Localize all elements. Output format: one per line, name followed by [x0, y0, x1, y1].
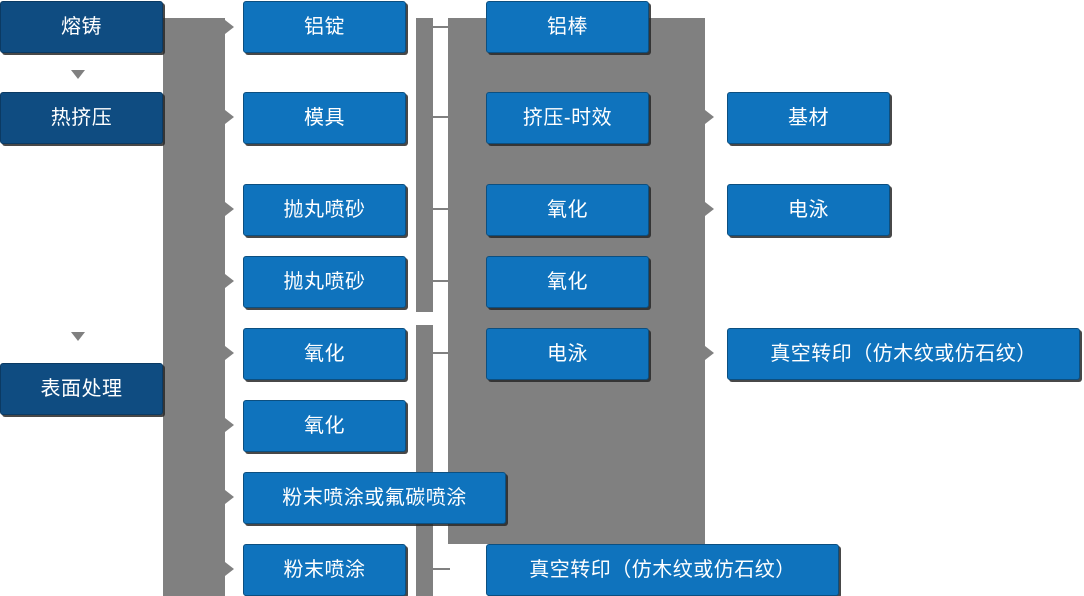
node-proc-a-1[interactable]: 铝锭	[243, 1, 406, 53]
connector-stage-3-to-spine	[163, 388, 177, 390]
arrow-to-result-1	[705, 110, 714, 124]
arrow-to-result-3	[705, 346, 714, 360]
node-proc-b-6[interactable]: 真空转印（仿木纹或仿石纹）	[486, 544, 839, 596]
node-stage-3[interactable]: 表面处理	[0, 363, 163, 415]
node-proc-a-1-label: 铝锭	[304, 16, 345, 38]
arrow-to-proc-a-4	[225, 274, 234, 288]
arrow-to-result-2	[705, 202, 714, 216]
arrow-stage-1-to-2	[71, 70, 85, 79]
node-proc-b-6-label: 真空转印（仿木纹或仿石纹）	[529, 559, 796, 581]
rung-mid-4	[433, 280, 450, 282]
node-proc-a-8-label: 粉末喷涂	[283, 559, 366, 581]
arrow-to-proc-a-3	[225, 202, 234, 216]
node-proc-b-5[interactable]: 电泳	[486, 328, 649, 380]
node-proc-b-5-label: 电泳	[547, 343, 588, 365]
node-result-2-label: 电泳	[788, 199, 829, 221]
node-stage-2[interactable]: 热挤压	[0, 92, 163, 144]
arrow-to-proc-a-8	[225, 562, 234, 576]
node-proc-a-6[interactable]: 氧化	[243, 400, 406, 452]
node-proc-b-4-label: 氧化	[547, 271, 588, 293]
node-stage-1-label: 熔铸	[61, 16, 102, 38]
node-result-1[interactable]: 基材	[727, 92, 890, 144]
rung-mid-6	[433, 568, 450, 570]
node-result-3[interactable]: 真空转印（仿木纹或仿石纹）	[727, 328, 1080, 380]
node-proc-a-4-label: 抛丸喷砂	[283, 271, 366, 293]
node-result-2[interactable]: 电泳	[727, 184, 890, 236]
arrow-to-proc-a-6	[225, 418, 234, 432]
arrow-stage-2-to-3	[71, 332, 85, 341]
node-stage-3-label: 表面处理	[40, 378, 123, 400]
node-proc-b-1[interactable]: 铝棒	[486, 1, 649, 53]
rung-mid-3	[433, 208, 450, 210]
node-proc-a-4[interactable]: 抛丸喷砂	[243, 256, 406, 308]
node-proc-a-2[interactable]: 模具	[243, 92, 406, 144]
grey-bar-mid-spine-lower	[416, 325, 433, 596]
node-proc-b-4[interactable]: 氧化	[486, 256, 649, 308]
rung-mid-1	[433, 26, 450, 28]
arrow-to-proc-a-1	[225, 20, 234, 34]
node-proc-b-2[interactable]: 挤压-时效	[486, 92, 649, 144]
arrow-to-proc-a-7	[225, 490, 234, 504]
node-result-3-label: 真空转印（仿木纹或仿石纹）	[770, 343, 1037, 365]
grey-bar-left-stub	[163, 363, 173, 387]
node-proc-b-2-label: 挤压-时效	[522, 107, 613, 129]
node-proc-a-5-label: 氧化	[304, 343, 345, 365]
node-proc-a-6-label: 氧化	[304, 415, 345, 437]
rung-mid-2	[433, 116, 450, 118]
node-proc-a-7-label: 粉末喷涂或氟碳喷涂	[282, 487, 467, 509]
node-proc-a-3-label: 抛丸喷砂	[283, 199, 366, 221]
grey-bar-left-spine	[163, 18, 225, 596]
arrow-to-proc-a-2	[225, 110, 234, 124]
node-proc-b-3[interactable]: 氧化	[486, 184, 649, 236]
node-proc-a-5[interactable]: 氧化	[243, 328, 406, 380]
node-proc-b-1-label: 铝棒	[547, 16, 588, 38]
node-proc-a-8[interactable]: 粉末喷涂	[243, 544, 406, 596]
grey-bar-mid-spine-upper	[416, 18, 433, 312]
arrow-to-proc-a-5	[225, 346, 234, 360]
node-stage-2-label: 热挤压	[50, 107, 113, 129]
node-proc-a-2-label: 模具	[304, 107, 345, 129]
node-result-1-label: 基材	[788, 107, 829, 129]
node-proc-a-7[interactable]: 粉末喷涂或氟碳喷涂	[243, 472, 506, 524]
node-proc-a-3[interactable]: 抛丸喷砂	[243, 184, 406, 236]
rung-mid-5	[433, 352, 450, 354]
node-proc-b-3-label: 氧化	[547, 199, 588, 221]
node-stage-1[interactable]: 熔铸	[0, 1, 163, 53]
